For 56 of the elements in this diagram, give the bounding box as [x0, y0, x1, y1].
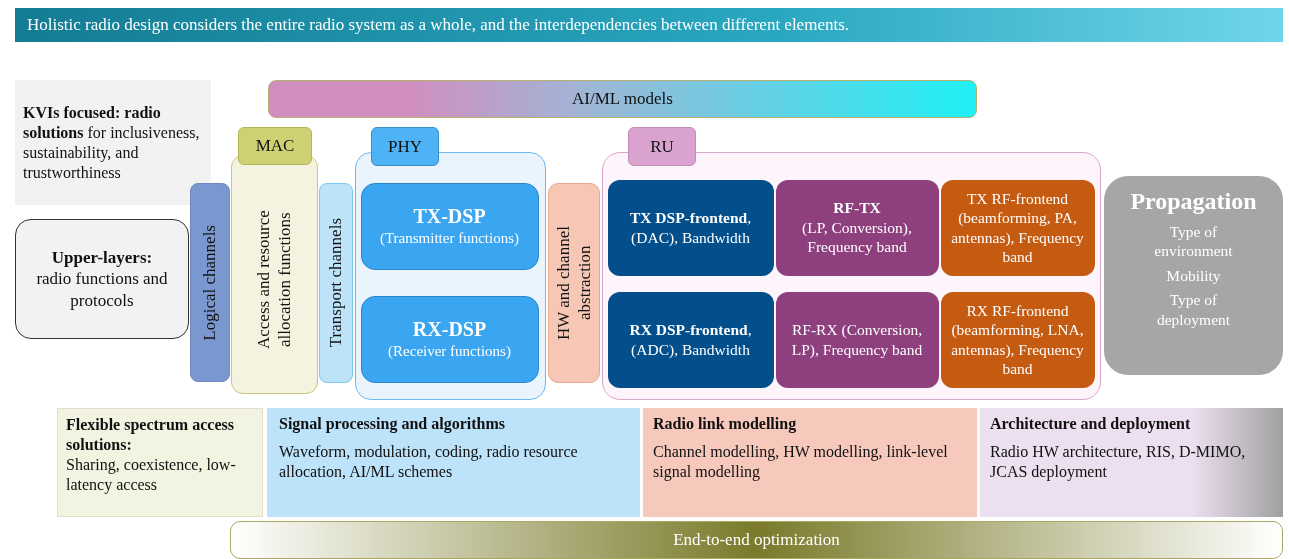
tab-label: PHY	[371, 127, 439, 166]
box-heading: RF-TX	[833, 198, 881, 218]
box-heading: TX-DSP	[413, 204, 486, 230]
panel-heading: Signal processing and algorithms	[279, 414, 505, 434]
note-panel	[15, 80, 211, 205]
box-text: (Receiver functions)	[388, 342, 511, 361]
panel-heading: Flexible spectrum access solutions:	[66, 415, 235, 455]
bar-label: Transport channels	[325, 218, 347, 348]
box-heading: RX-DSP	[412, 317, 487, 343]
title-banner: Holistic radio design considers the entire radio system as a whole, and the interdependencies between different elements.	[15, 8, 1283, 42]
topic-panel	[57, 408, 263, 517]
bar-label: Logical channels	[199, 224, 221, 341]
process-box	[940, 179, 1095, 276]
process-box	[775, 291, 939, 388]
topic-panel	[643, 408, 977, 517]
process-box	[360, 295, 539, 383]
note-text: KVIs focused: radio solutions for inclusiveness, sustainability, and trustworthiness	[23, 102, 201, 183]
panel-text: Sharing, coexistence, low-latency access	[66, 455, 237, 495]
optimization-bar	[230, 521, 1283, 559]
propagation-box	[1104, 176, 1283, 375]
bar-label: AI/ML models	[572, 88, 673, 110]
box-text: (LP, Conversion), Frequency band	[801, 217, 913, 257]
box-text: RX RF-frontend (beamforming, LNA, antennas), Frequency band	[950, 300, 1085, 379]
box-text: Type of environment	[1153, 222, 1234, 261]
box-text: radio functions and protocols	[35, 268, 169, 311]
box-text: TX DSP-frontend, (DAC), Bandwidth	[628, 208, 753, 247]
panel-text: Channel modelling, HW modelling, link-level signal modelling	[653, 442, 949, 482]
box-heading: Propagation	[1130, 187, 1257, 216]
box-heading: Upper-layers:	[51, 247, 153, 269]
topic-panel	[267, 408, 640, 517]
abstraction-bar	[548, 183, 600, 383]
process-box	[360, 182, 539, 270]
layer-box	[15, 219, 189, 339]
panel-text: Waveform, modulation, coding, radio resource allocation, AI/ML schemes	[279, 442, 579, 482]
box-text: Type of deployment	[1155, 290, 1232, 329]
topic-panel	[980, 408, 1283, 517]
panel-text: Radio HW architecture, RIS, D-MIMO, JCAS deployment	[990, 442, 1247, 482]
channel-bar	[190, 183, 230, 382]
panel-heading: Architecture and deployment	[990, 414, 1191, 434]
box-text: RF-RX (Conversion, LP), Frequency band	[790, 320, 924, 359]
tab-label: MAC	[238, 127, 312, 165]
box-text: Mobility	[1166, 265, 1221, 286]
panel-text: Access and resource allocation functions	[253, 209, 296, 351]
bar-label: HW and channel abstraction	[552, 225, 595, 342]
box-text: RX DSP-frontend, (ADC), Bandwidth	[628, 320, 753, 359]
process-box	[607, 291, 774, 388]
channel-bar	[319, 183, 353, 383]
tab-label: RU	[628, 127, 696, 166]
process-box	[940, 291, 1095, 388]
bar-label: End-to-end optimization	[673, 529, 840, 551]
process-box	[607, 179, 774, 276]
process-box	[775, 179, 939, 276]
box-text: (Transmitter functions)	[380, 229, 519, 248]
panel-heading: Radio link modelling	[653, 414, 797, 434]
model-bar	[268, 80, 977, 118]
box-text: TX RF-frontend (beamforming, PA, antennas), Frequency band	[950, 188, 1085, 267]
